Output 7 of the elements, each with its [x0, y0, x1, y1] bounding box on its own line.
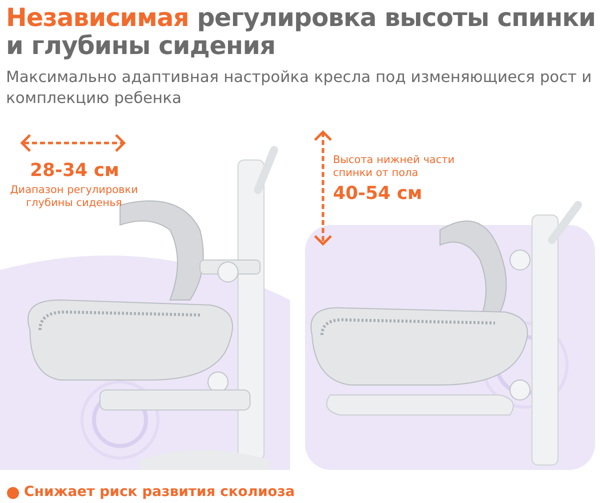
- title: Независимая регулировка высоты спинки и глубины сидения: [6, 4, 597, 60]
- dimension-caption: Высота нижней части спинки от пола: [333, 154, 456, 180]
- dimension-value: 28-34 см: [30, 160, 120, 181]
- dimension-value: 40-54 см: [333, 183, 422, 204]
- dimension-caption: Диапазон регулировки глубины сиденья: [9, 184, 139, 210]
- benefit-text: Снижает риск развития сколиоза: [24, 484, 295, 500]
- subtitle: Максимально адаптивная настройка кресла под изменяющиеся рост и комплекцию ребенка: [6, 67, 593, 109]
